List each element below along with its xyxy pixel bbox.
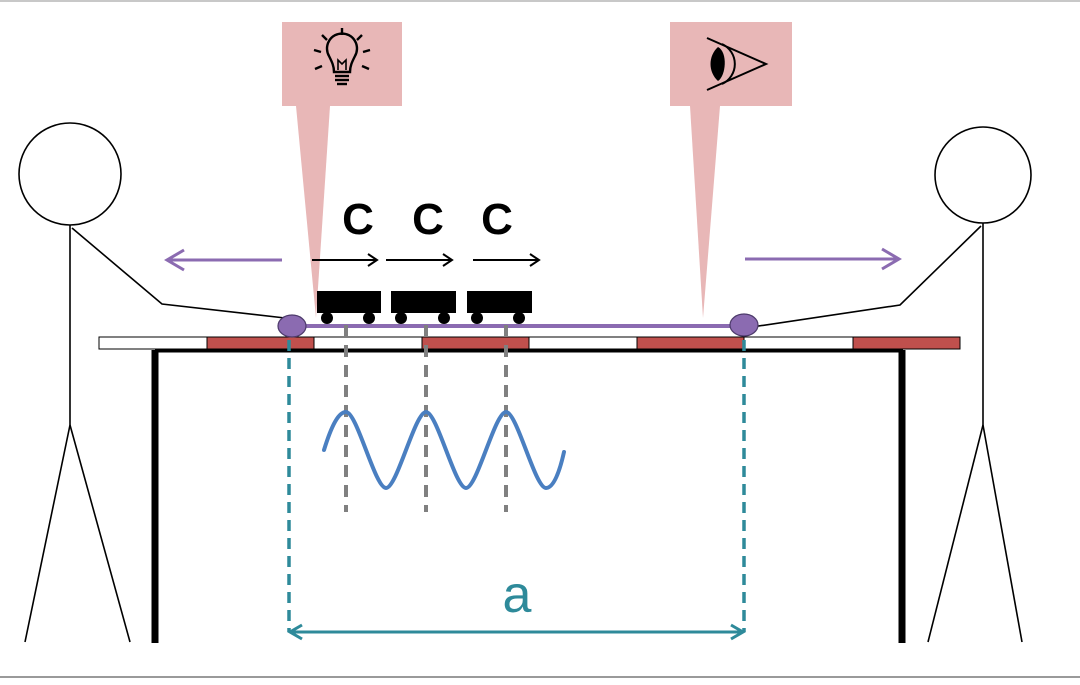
lightbulb-icon [313,28,371,86]
marker-lines [344,325,508,512]
distance-label: a [503,566,532,624]
stick-left-handle [277,314,307,338]
signal-car-3 [467,291,532,324]
eye-icon [706,37,769,91]
left-person [18,122,286,643]
observer-callout [670,22,792,318]
right-push-arrow [745,247,902,271]
signal-car-2 [391,291,456,324]
right-person [751,126,1032,643]
signal-wave [322,409,566,491]
emitter-callout [282,22,402,318]
velocity-arrow-1 [312,253,379,267]
left-push-arrow [164,248,282,272]
signal-car-1 [317,291,381,324]
table [151,347,906,643]
velocity-arrow-2 [386,253,454,267]
distance-measure [287,340,746,641]
ruler-strip [98,336,961,350]
speed-label-1: C [342,195,374,244]
speed-label-2: C [412,195,444,244]
speed-label-3: C [481,195,513,244]
velocity-arrow-3 [473,253,541,267]
stick-right-handle [729,313,759,337]
